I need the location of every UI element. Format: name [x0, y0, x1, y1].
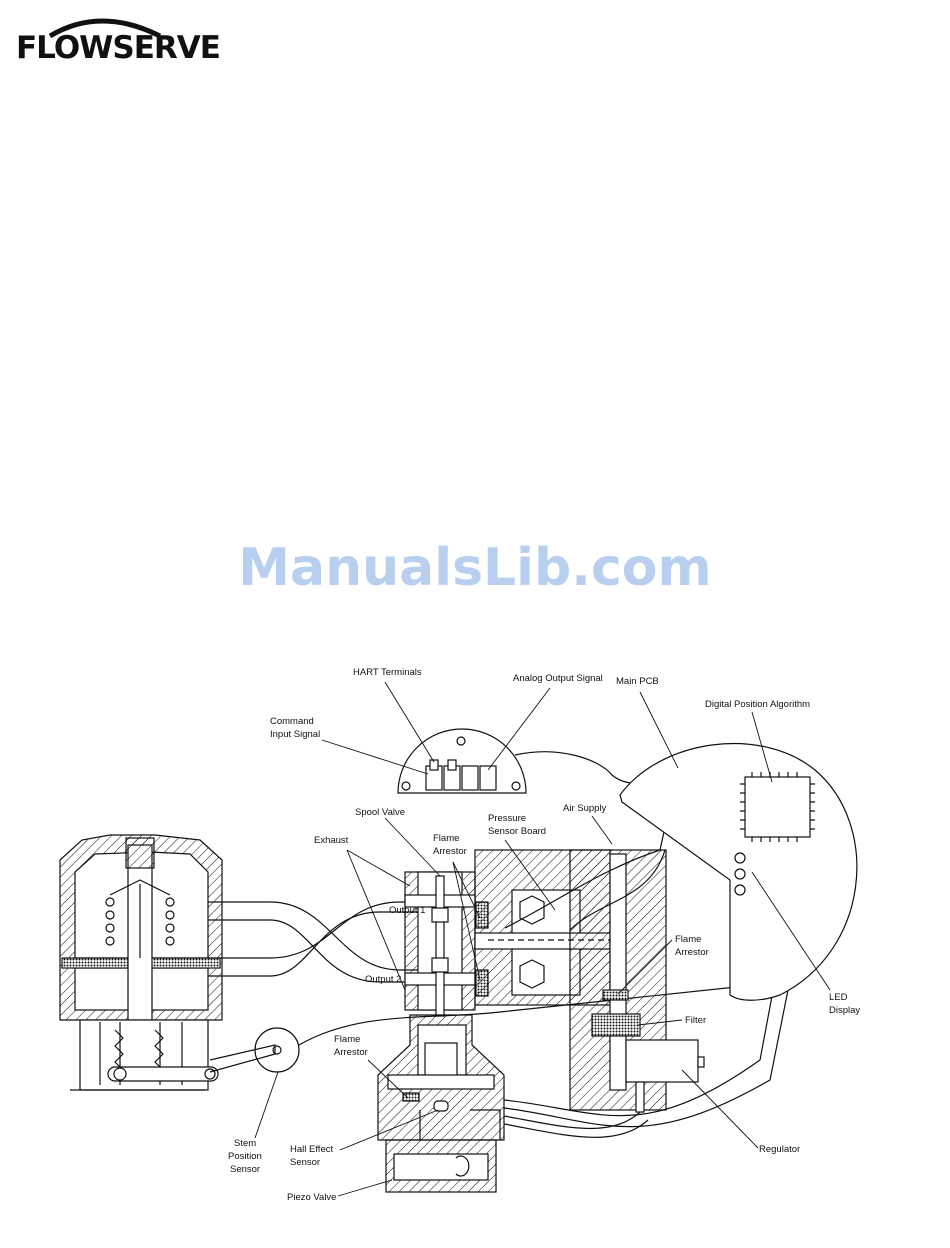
label-flame-arrestor-right: Flame — [675, 934, 701, 945]
label-exhaust: Exhaust — [314, 835, 349, 846]
watermark: ManualsLib.com — [238, 538, 712, 598]
output-tubing — [208, 901, 435, 983]
label-command-input-signal: Command — [270, 716, 314, 727]
lower-pilot-block — [377, 1014, 505, 1193]
label-piezo-valve: Piezo Valve — [287, 1192, 336, 1203]
actuator-body — [59, 834, 223, 1091]
label-flame-arrestor-bottom: Flame — [334, 1034, 360, 1045]
label-digital-position-algorithm: Digital Position Algorithm — [705, 699, 810, 710]
label-led-display: Display — [829, 1005, 860, 1016]
label-stem-position-sensor: Sensor — [230, 1164, 260, 1175]
label-led-display: LED — [829, 992, 848, 1003]
main-pcb — [619, 743, 858, 1001]
label-flame-arrestor-bottom: Arrestor — [334, 1047, 368, 1058]
label-hall-effect-sensor: Hall Effect — [290, 1144, 333, 1155]
label-output-2: Output 2 — [365, 974, 401, 985]
led-icon — [734, 868, 746, 880]
signal-wiring — [503, 794, 791, 1138]
logo-swoosh-icon — [48, 18, 162, 39]
label-air-supply: Air Supply — [563, 803, 607, 814]
flowserve-logo: FLOWSERVE — [16, 30, 221, 66]
leader-lines — [254, 681, 831, 1197]
label-flame-arrestor-top: Arrestor — [433, 846, 467, 857]
diagram-labels: HART Terminals Analog Output Signal Main… — [228, 667, 860, 1203]
label-hall-effect-sensor: Sensor — [290, 1157, 320, 1168]
label-flame-arrestor-top: Flame — [433, 833, 459, 844]
label-pressure-sensor-board: Pressure — [488, 813, 526, 824]
led-icon — [734, 884, 746, 896]
positioner-schematic-diagram: HART Terminals Analog Output Signal Main… — [59, 667, 860, 1203]
label-output-1: Output 1 — [389, 905, 425, 916]
label-command-input-signal: Input Signal — [270, 729, 320, 740]
label-hart-terminals: HART Terminals — [353, 667, 422, 678]
label-filter: Filter — [685, 1015, 706, 1026]
label-stem-position-sensor: Stem — [234, 1138, 256, 1149]
label-regulator: Regulator — [759, 1144, 800, 1155]
air-supply-block — [569, 849, 705, 1113]
spool-valve-block — [404, 871, 489, 1017]
label-pressure-sensor-board: Sensor Board — [488, 826, 546, 837]
label-stem-position-sensor: Position — [228, 1151, 262, 1162]
led-icon — [734, 852, 746, 864]
label-spool-valve: Spool Valve — [355, 807, 405, 818]
label-analog-output-signal: Analog Output Signal — [513, 673, 603, 684]
stem-position-sensor — [209, 984, 756, 1073]
terminal-board — [397, 728, 661, 794]
microprocessor-chip-icon — [744, 776, 811, 838]
label-flame-arrestor-right: Arrestor — [675, 947, 709, 958]
label-main-pcb: Main PCB — [616, 676, 659, 687]
spring-coil-icon — [105, 897, 175, 946]
